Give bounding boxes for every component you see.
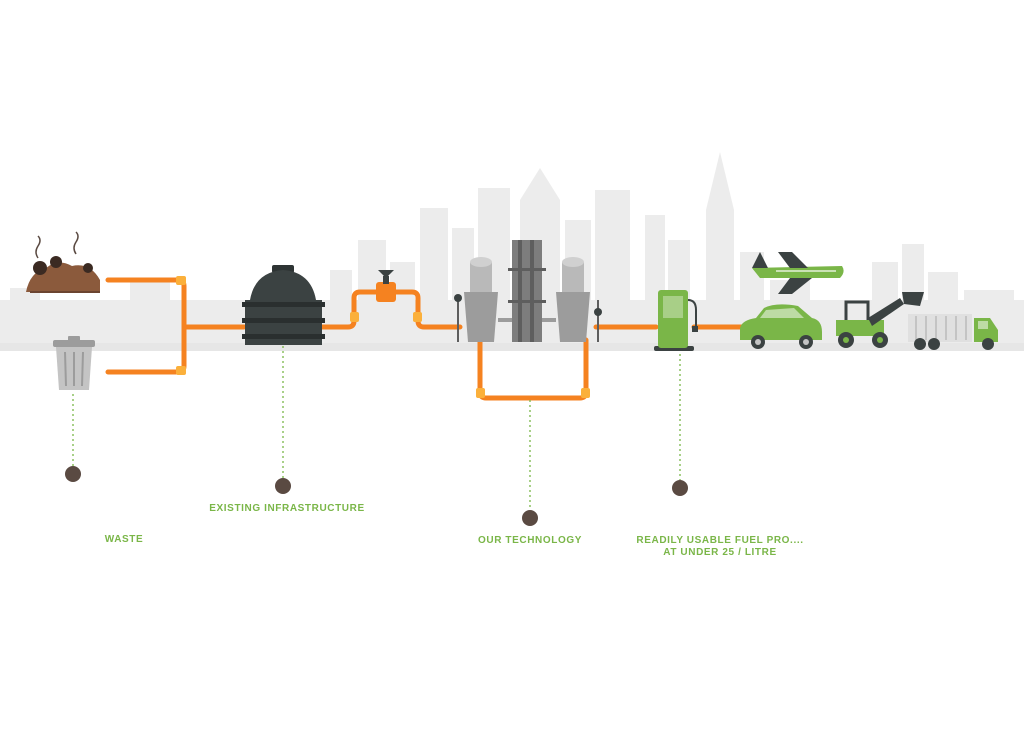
label-waste: WASTE (104, 534, 144, 545)
marker-technology (522, 510, 538, 526)
refinery-icon (454, 240, 602, 342)
label-fuel-line2: AT UNDER 25 / LITRE (663, 547, 777, 558)
marker-fuel (672, 480, 688, 496)
label-existing-infrastructure: EXISTING INFRASTRUCTURE (209, 503, 365, 514)
car-icon (740, 304, 822, 349)
airplane-icon (752, 252, 844, 294)
loader-icon (836, 292, 924, 348)
pipe-joints (176, 276, 590, 398)
valve-icon (376, 270, 396, 302)
storage-tank-icon (242, 265, 325, 345)
ground-line (0, 343, 1024, 351)
label-fuel-line1: READILY USABLE FUEL PRO.... (636, 535, 804, 546)
label-our-technology: OUR TECHNOLOGY (478, 535, 582, 546)
garbage-pile-icon (26, 231, 100, 293)
truck-icon (908, 314, 998, 350)
marker-waste (65, 466, 81, 482)
trash-can-icon (53, 336, 95, 390)
connector-lines (72, 346, 681, 510)
marker-infrastructure (275, 478, 291, 494)
fuel-pump-icon (654, 290, 698, 351)
